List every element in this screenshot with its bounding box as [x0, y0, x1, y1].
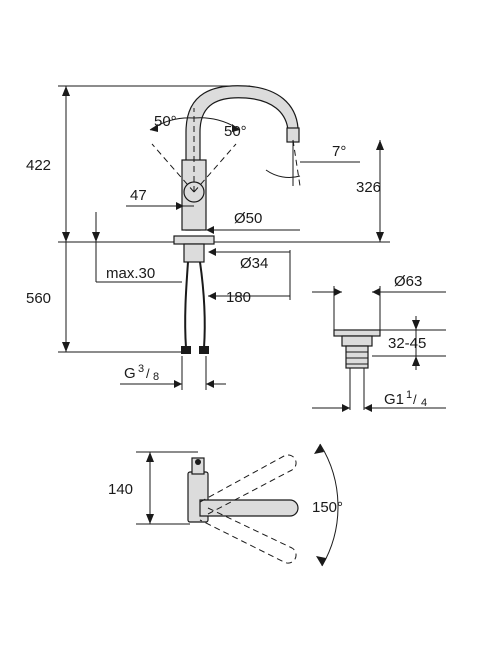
arrow-left [150, 124, 158, 132]
label-thread-main: G [124, 365, 136, 382]
label-swivel-angle: 150° [312, 499, 343, 516]
label-waste-range: 32-45 [388, 335, 426, 352]
label-diameter-body: Ø50 [234, 210, 262, 227]
label-max-thickness: max.30 [106, 265, 155, 282]
label-spout-height: 326 [356, 179, 381, 196]
lever-right-position [193, 143, 237, 193]
label-diameter-mount: Ø34 [240, 255, 268, 272]
label-height-total: 422 [26, 157, 51, 174]
label-lever-offset: 47 [130, 187, 147, 204]
label-angle-right: 50° [224, 123, 247, 140]
label-thread-main-den: 8 [153, 371, 159, 383]
faucet-top-view: 140 150° [108, 443, 343, 567]
waste-cap [333, 329, 381, 337]
label-thread-main-num: 3 [138, 363, 144, 375]
label-spout-angle: 7° [332, 143, 346, 160]
top-spout [199, 499, 299, 517]
waste-flange [341, 335, 373, 347]
hose-connector-right [199, 346, 209, 354]
swivel-arc [319, 443, 339, 567]
lever-left-position [151, 143, 195, 193]
spout-angle-arc [265, 169, 301, 178]
label-waste-thread: G1 [384, 391, 404, 408]
label-waste-thread-den: 4 [421, 397, 427, 409]
arrow-right [232, 124, 240, 132]
label-waste-thread-num: 1 [406, 389, 412, 401]
svg-text:/: / [413, 392, 417, 407]
faucet-side-view: 422 560 326 47 Ø50 Ø34 max.30 180 [26, 85, 390, 390]
aerator [286, 127, 300, 143]
svg-text:/: / [146, 366, 150, 381]
spout-tilt-line [292, 139, 301, 187]
hose-connector-left [181, 346, 191, 354]
label-top-depth: 140 [108, 481, 133, 498]
hose-left [184, 261, 189, 349]
waste-body [345, 345, 369, 369]
label-hose-length: 560 [26, 290, 51, 307]
mounting-flange [173, 235, 215, 245]
label-waste-diameter: Ø63 [394, 273, 422, 290]
hose-right [199, 261, 206, 349]
top-spout-rotated-down [199, 507, 297, 564]
waste-drain-view: Ø63 32-45 G1 1 / 4 [312, 273, 446, 412]
label-angle-left: 50° [154, 113, 177, 130]
mounting-nut [183, 243, 205, 263]
label-reach: 180 [226, 289, 251, 306]
